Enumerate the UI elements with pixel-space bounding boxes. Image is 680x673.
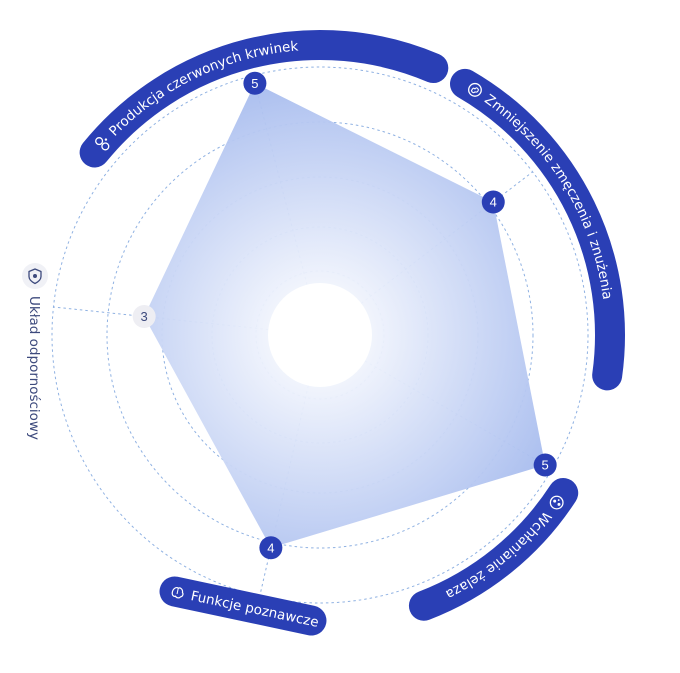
grid-ring: [51, 66, 589, 604]
blood-cells-icon: [95, 137, 110, 151]
value-marker: 5: [533, 453, 557, 477]
shield-icon: [22, 263, 48, 289]
value-label: 4: [267, 540, 274, 555]
value-marker: 4: [481, 190, 505, 214]
axis-label-text: Układ odpornościowy: [26, 296, 42, 440]
axis-label-background: [79, 30, 449, 168]
value-badge: [481, 190, 505, 214]
radar-markers: 5 4 5 4 3: [132, 71, 557, 560]
value-label: 5: [542, 458, 549, 473]
value-badge: [533, 453, 557, 477]
axis-label-pill: Funkcje poznawcze: [159, 576, 327, 636]
axis-label-text: Wchłanianie żelaza: [443, 508, 554, 602]
iron-absorption-icon: [549, 495, 564, 510]
value-label: 4: [490, 195, 497, 210]
brain-circle-icon: [468, 82, 482, 97]
value-badge: [132, 305, 156, 329]
value-label: 3: [141, 309, 148, 324]
brain-icon: [171, 587, 184, 599]
value-badge: [243, 71, 267, 95]
radar-center: [268, 283, 372, 387]
value-marker: 3: [132, 305, 156, 329]
value-label: 5: [251, 76, 258, 91]
value-marker: 5: [243, 71, 267, 95]
axis-label-background: [408, 477, 579, 621]
value-marker: 4: [259, 536, 283, 560]
axis-label-pill: Wchłanianie żelaza: [408, 477, 579, 621]
axis-label-background: [450, 68, 625, 391]
value-badge: [259, 536, 283, 560]
axis-label-background: [159, 576, 327, 636]
axis-label-plain: Układ odpornościowy: [22, 263, 48, 440]
center-hole: [268, 283, 372, 387]
